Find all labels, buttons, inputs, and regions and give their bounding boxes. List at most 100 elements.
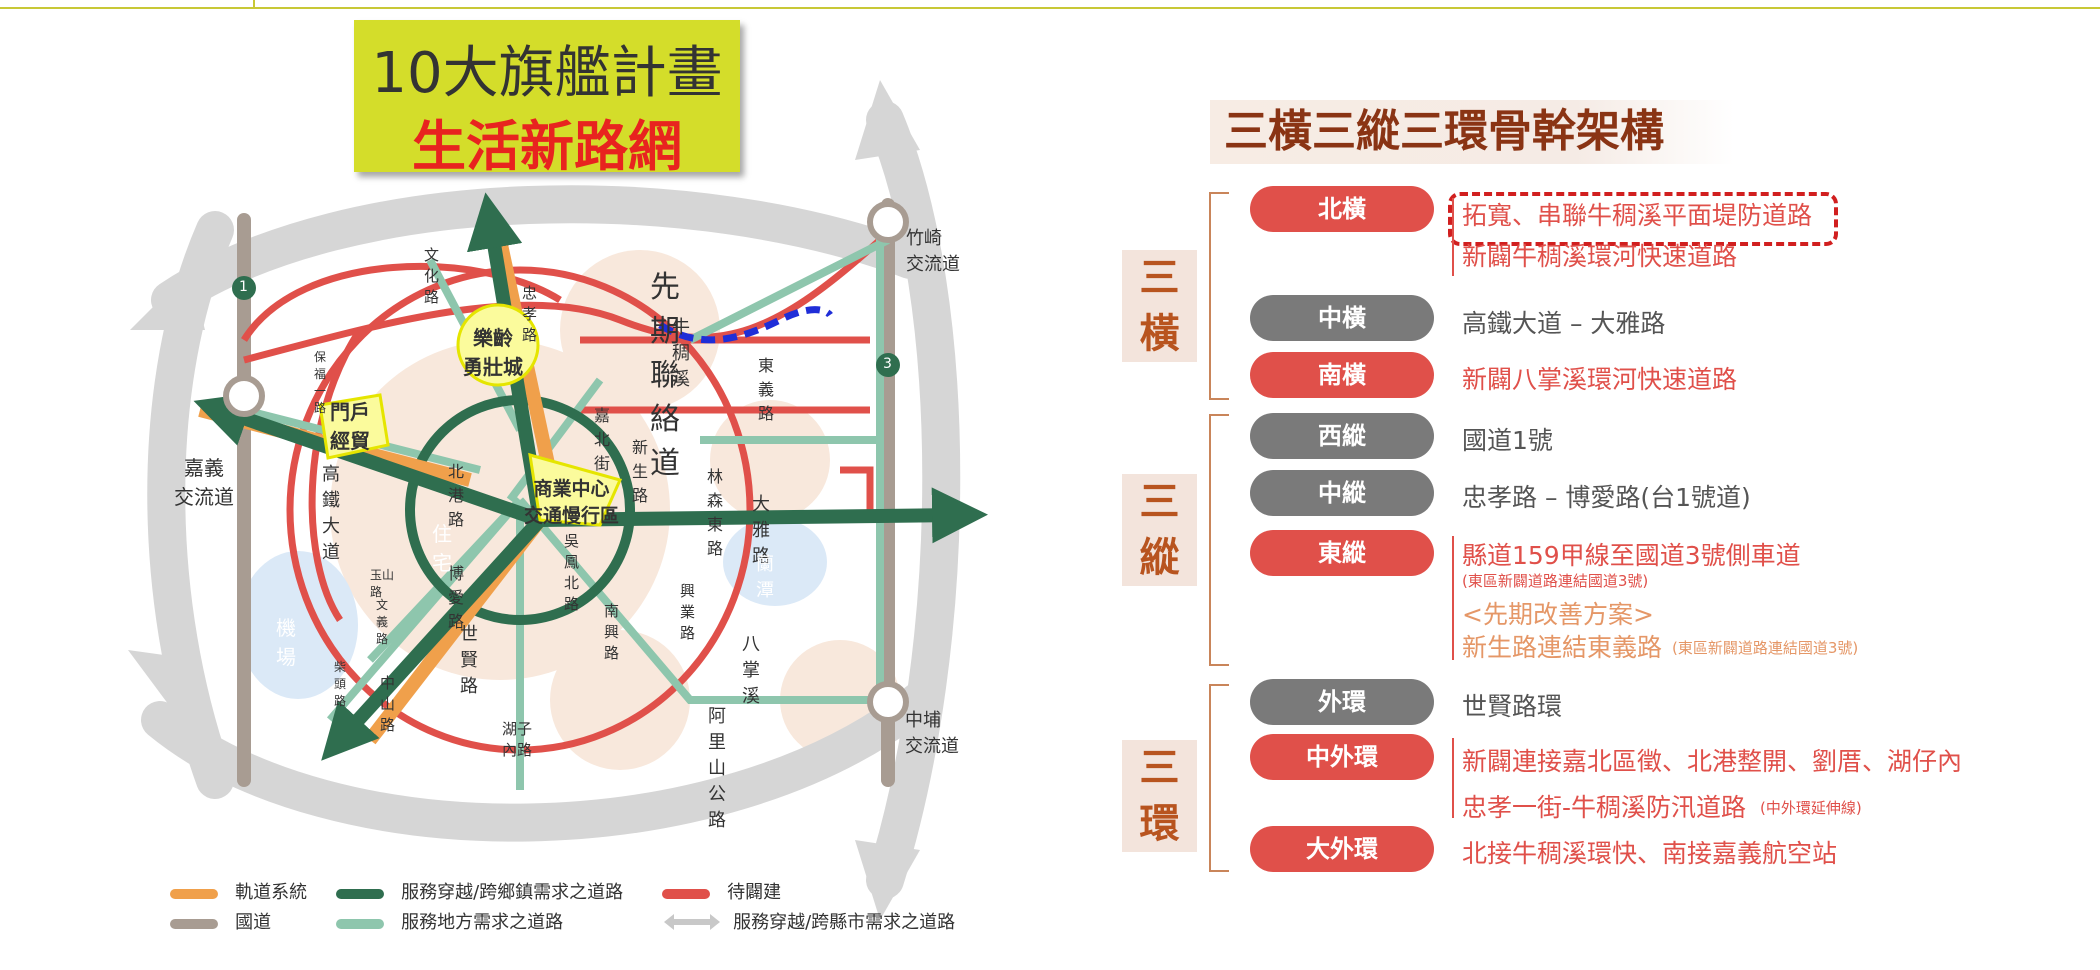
desc-dongzong-2: (東區新闢道路連結國道3號) bbox=[1462, 572, 1649, 590]
shimao-rd-label: 世賢路 bbox=[460, 624, 478, 697]
jiabei-st-label: 嘉北街 bbox=[594, 406, 611, 473]
dongyi-rd-label: 東義路 bbox=[758, 356, 775, 423]
wushan-rd-label: 玉山 路 bbox=[370, 568, 395, 599]
bohai-rd-label: 博愛路 bbox=[448, 564, 465, 631]
legend: 軌道系統 服務穿越/跨鄉鎮需求之道路 待闢建 國道 服務地方需求之道路 服務穿越… bbox=[170, 878, 1020, 938]
pill-beiheng: 北橫 bbox=[1250, 186, 1434, 232]
baofu-rd-label: 保 福 一 路 bbox=[314, 350, 327, 415]
desc-dongzong-5: (東區新闢道路連結國道3號) bbox=[1672, 639, 1859, 657]
cross-county-arrowheads bbox=[128, 80, 920, 920]
hsr-avenue-label: 高鐵大道 bbox=[322, 464, 340, 563]
bracket-zong bbox=[1209, 414, 1229, 666]
early-road-label: 先期聯絡道 bbox=[650, 270, 680, 481]
gateway-label: 門戶 經貿 bbox=[330, 400, 370, 453]
beigang-rd-label: 北港路 bbox=[448, 462, 465, 529]
desc-dongzong-3: <先期改善方案> bbox=[1462, 600, 1654, 629]
chaitou-rd-label: 柴頭路 bbox=[334, 660, 347, 708]
left-title-line2: 生活新路網 bbox=[412, 115, 682, 178]
zhongshan-rd-label: 中山路 bbox=[380, 674, 396, 734]
zhongxiao-rd-label: 忠孝路 bbox=[522, 284, 538, 344]
desc-xizong: 國道1號 bbox=[1462, 426, 1553, 455]
row-divider-beiheng bbox=[1452, 198, 1454, 276]
legend-item-rail: 軌道系統 bbox=[170, 878, 307, 904]
interchanges bbox=[223, 201, 909, 723]
hw1-label: 1 bbox=[239, 279, 248, 295]
bracket-heng bbox=[1209, 192, 1229, 400]
xingye-rd-label: 興業路 bbox=[680, 582, 696, 642]
legend-item-local: 服務地方需求之道路 bbox=[336, 908, 563, 934]
road-network-map bbox=[128, 80, 988, 920]
legend-label-cross-county: 服務穿越/跨縣市需求之道路 bbox=[733, 912, 956, 933]
legend-swatch-rail bbox=[170, 888, 218, 899]
left-title-line1: 10大旗艦計畫 bbox=[371, 41, 723, 106]
desc-beiheng-2: 新闢牛稠溪環河快速道路 bbox=[1462, 242, 1738, 271]
zhuqi-ic-label: 竹崎 交流道 bbox=[906, 228, 960, 275]
airport-label: 機場 bbox=[276, 616, 296, 669]
highlight-box bbox=[1448, 192, 1838, 246]
lantan-label: 蘭潭 bbox=[756, 554, 774, 601]
group-label-heng: 三 橫 bbox=[1122, 250, 1197, 362]
row-divider-zhongwaihuan bbox=[1452, 738, 1454, 818]
desc-nanheng: 新闢八掌溪環河快速道路 bbox=[1462, 365, 1738, 394]
hw3-label: 3 bbox=[883, 356, 892, 372]
desc-zhongzong: 忠孝路 – 博愛路(台1號道) bbox=[1462, 483, 1751, 512]
xinsheng-rd-label: 新生路 bbox=[632, 438, 649, 505]
group-label-zong: 三 縱 bbox=[1122, 474, 1197, 586]
wenyi-rd-label: 文 義 路 bbox=[376, 598, 389, 646]
group-label-huan: 三 環 bbox=[1122, 740, 1197, 852]
desc-dongzong-1: 縣道159甲線至國道3號側車道 bbox=[1462, 541, 1801, 570]
desc-zhongwaihuan-3: (中外環延伸線) bbox=[1760, 799, 1862, 817]
zhongpu-ic-label: 中埔 交流道 bbox=[905, 710, 959, 757]
pill-waihuan: 外環 bbox=[1250, 679, 1434, 725]
dayar-rd-label: 大雅路 bbox=[752, 494, 770, 567]
chiayi-ic-label: 嘉義 交流道 bbox=[174, 456, 234, 509]
legend-label-cross-township: 服務穿越/跨鄉鎮需求之道路 bbox=[401, 882, 624, 903]
desc-dongzong-4: 新生路連結東義路 bbox=[1462, 633, 1663, 662]
left-title-box: 10大旗艦計畫 生活新路網 bbox=[354, 20, 740, 178]
linsen-east-rd-label: 林森東路 bbox=[707, 467, 724, 558]
desc-zhongwaihuan-1: 新闢連接嘉北區徵、北港整開、劉厝、湖仔內 bbox=[1462, 747, 1963, 776]
desc-zhongheng: 高鐵大道 – 大雅路 bbox=[1462, 309, 1666, 338]
early-link-road bbox=[658, 306, 833, 344]
legend-swatch-cross-township bbox=[336, 888, 384, 899]
legend-item-highway: 國道 bbox=[170, 908, 271, 934]
pill-nanheng: 南橫 bbox=[1250, 352, 1434, 398]
desc-zhongwaihuan-2: 忠孝一街-牛稠溪防汛道路 bbox=[1462, 793, 1747, 822]
legend-label-local: 服務地方需求之道路 bbox=[401, 912, 564, 933]
desc-waihuan: 世賢路環 bbox=[1462, 692, 1563, 721]
highway-shields bbox=[232, 276, 900, 377]
pill-zhongzong: 中縱 bbox=[1250, 470, 1434, 516]
legend-swatch-cross-county bbox=[662, 913, 722, 935]
legend-item-planned: 待闢建 bbox=[662, 878, 781, 904]
desc-beiheng-1: 拓寬、串聯牛稠溪平面堤防道路 bbox=[1462, 201, 1813, 230]
desc-dawaihuan: 北接牛稠溪環快、南接嘉義航空站 bbox=[1462, 839, 1838, 868]
huzi-rd-label: 湖子 內路 bbox=[502, 720, 533, 759]
legend-swatch-planned bbox=[662, 888, 710, 899]
pill-zhongheng: 中橫 bbox=[1250, 295, 1434, 341]
bracket-huan bbox=[1209, 684, 1229, 872]
pill-zhongwaihuan: 中外環 bbox=[1250, 734, 1434, 780]
legend-item-cross-township: 服務穿越/跨鄉鎮需求之道路 bbox=[336, 878, 623, 904]
legend-item-cross-county: 服務穿越/跨縣市需求之道路 bbox=[662, 908, 955, 935]
residential-label: 住宅 bbox=[432, 522, 452, 575]
elderly-city-label: 樂齡 勇壯城 bbox=[463, 326, 523, 379]
pill-dawaihuan: 大外環 bbox=[1250, 826, 1434, 872]
wufeng-n-rd-label: 吳鳳北路 bbox=[564, 532, 580, 613]
legend-label-highway: 國道 bbox=[235, 912, 272, 933]
alishan-rd-label: 阿里山公路 bbox=[708, 706, 726, 831]
legend-swatch-local bbox=[336, 918, 384, 929]
wenhua-rd-label: 文化路 bbox=[424, 246, 440, 306]
legend-label-planned: 待闢建 bbox=[727, 882, 782, 903]
right-title: 三橫三縱三環骨幹架構 bbox=[1210, 100, 1734, 164]
nanjing-rd-label: 南興路 bbox=[604, 602, 620, 662]
top-divider-tick bbox=[253, 0, 255, 9]
commercial-label: 商業中心 交通慢行區 bbox=[524, 478, 620, 527]
row-divider-dongzong bbox=[1452, 536, 1454, 660]
legend-swatch-highway bbox=[170, 918, 218, 929]
legend-label-rail: 軌道系統 bbox=[235, 882, 308, 903]
bazhang-creek-label: 八掌溪 bbox=[742, 634, 760, 707]
pill-dongzong: 東縱 bbox=[1250, 530, 1434, 576]
special-zones bbox=[318, 303, 623, 527]
niuchou-creek-label: 牛稠溪 bbox=[672, 317, 690, 390]
pill-xizong: 西縱 bbox=[1250, 413, 1434, 459]
